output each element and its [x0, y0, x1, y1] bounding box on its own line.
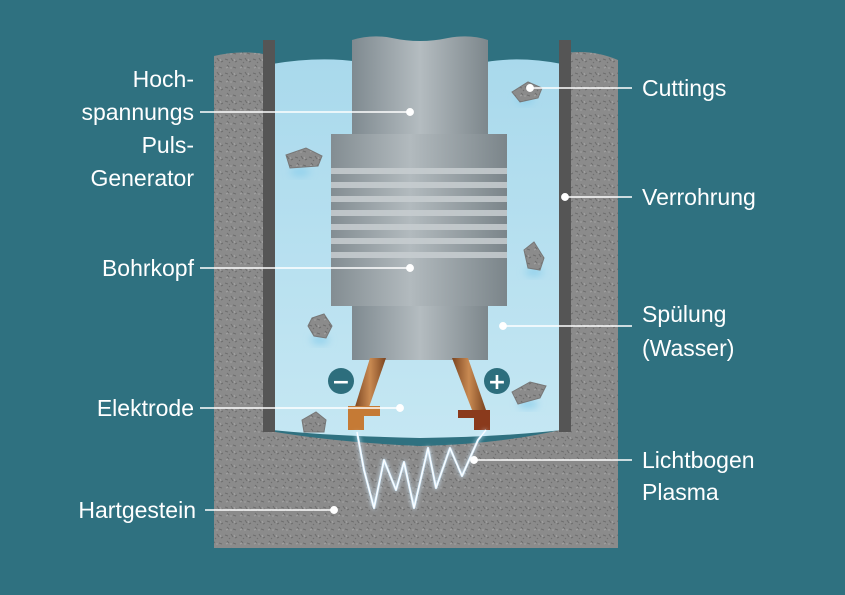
positive-symbol: +: [484, 368, 510, 395]
label-generator-line-3: Puls-: [142, 132, 194, 158]
label-verrohrung: Verrohrung: [642, 184, 756, 210]
negative-symbol: −: [328, 368, 354, 395]
drill-head: [331, 134, 507, 306]
label-spuelung-line-1: Spülung: [642, 301, 726, 327]
cutting-5: [511, 381, 547, 405]
negative-sign: −: [332, 370, 350, 395]
label-generator: Hoch- spannungs Puls- Generator: [81, 66, 194, 191]
casing-left: [263, 40, 275, 432]
label-cuttings: Cuttings: [642, 75, 726, 101]
rock-formation: [214, 52, 618, 548]
cuttings-group: [285, 81, 547, 433]
cutting-4: [307, 313, 333, 339]
cutting-3: [523, 241, 545, 271]
positive-sign: +: [488, 370, 506, 395]
electrode-right: [452, 358, 490, 430]
label-lichtbogen: Lichtbogen Plasma: [642, 447, 755, 505]
drill-head-lower: [352, 306, 488, 360]
label-generator-line-2: spannungs: [81, 99, 194, 125]
label-spuelung: Spülung (Wasser): [642, 301, 734, 361]
label-spuelung-line-2: (Wasser): [642, 335, 734, 361]
label-lichtbogen-line-2: Plasma: [642, 479, 719, 505]
cutting-2: [285, 147, 323, 169]
label-elektrode: Elektrode: [97, 395, 194, 421]
label-bohrkopf: Bohrkopf: [102, 255, 195, 281]
leader-lines: [200, 84, 632, 514]
cutting-6: [301, 411, 327, 433]
electrode-left: [348, 358, 386, 430]
drill-head-grooves: [331, 168, 507, 258]
label-hartgestein: Hartgestein: [78, 497, 196, 523]
casing-right: [559, 40, 571, 432]
cutting-1: [511, 81, 543, 103]
label-generator-line-1: Hoch-: [133, 66, 194, 92]
label-lichtbogen-line-1: Lichtbogen: [642, 447, 755, 473]
label-generator-line-4: Generator: [90, 165, 194, 191]
